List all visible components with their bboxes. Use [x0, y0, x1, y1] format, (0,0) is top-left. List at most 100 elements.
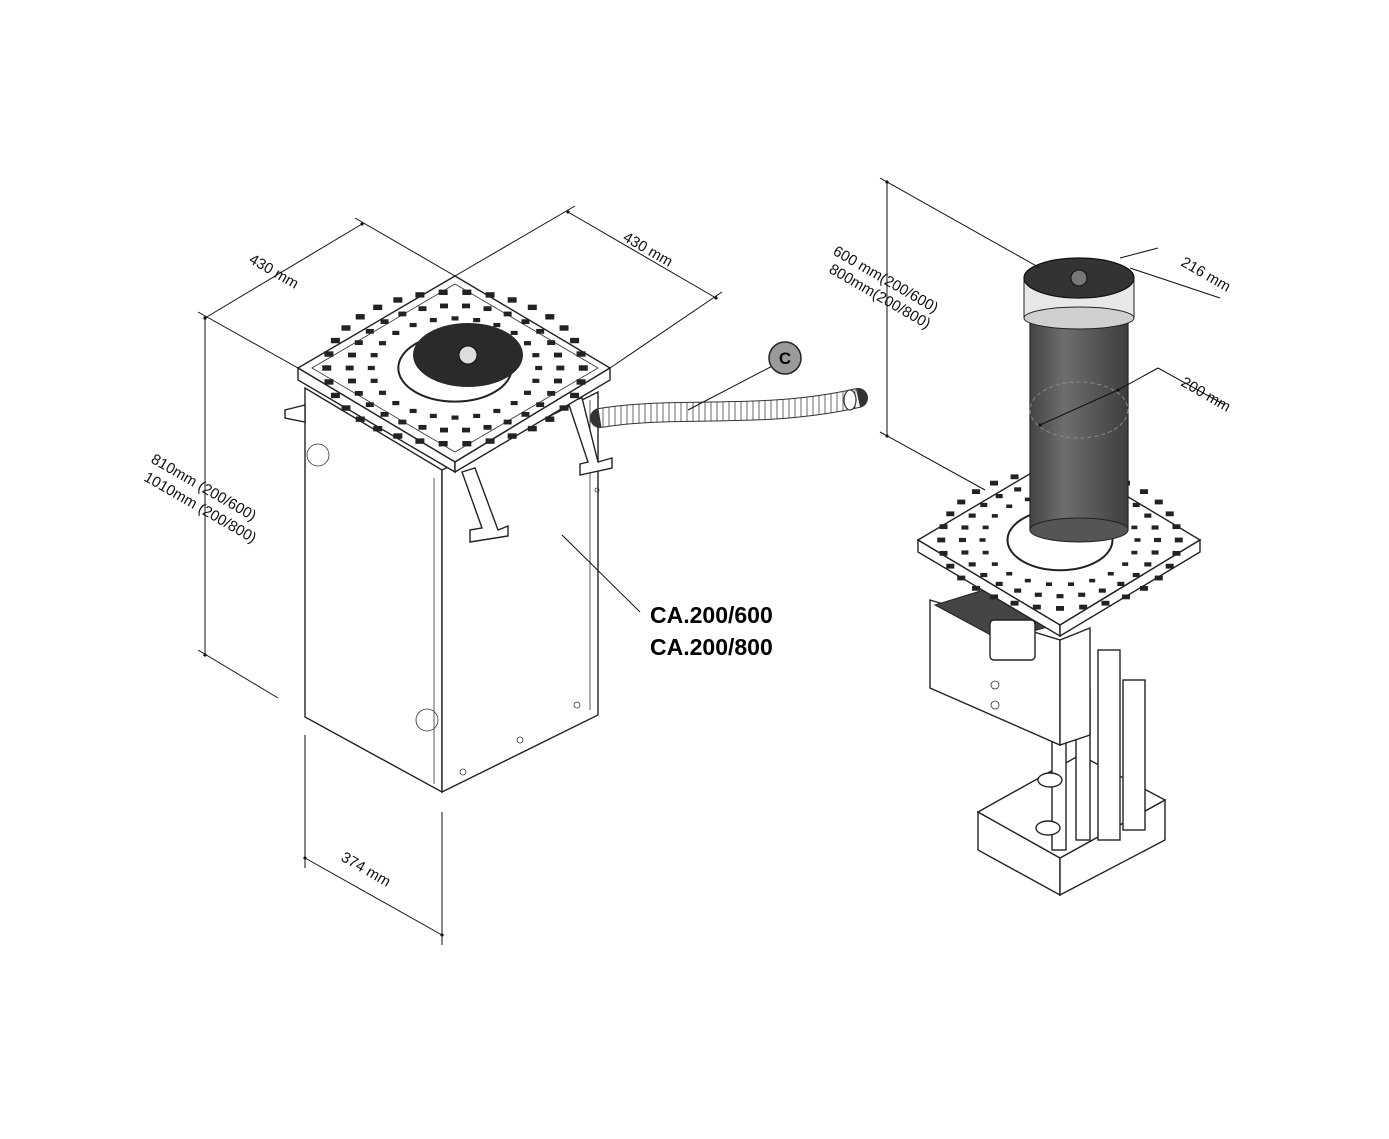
grate-cell: [324, 379, 334, 385]
grate-cell: [438, 440, 448, 447]
grate-cell: [980, 572, 988, 578]
callout-c: C: [687, 341, 802, 411]
grate-cell: [937, 537, 946, 543]
grate-cell: [1132, 572, 1140, 578]
grate-cell: [1151, 525, 1159, 530]
grate-cell: [1078, 592, 1086, 597]
grate-cell: [373, 425, 383, 432]
grate-cell: [1006, 571, 1013, 576]
grate-cell: [503, 311, 512, 317]
grate-cell: [439, 303, 448, 309]
grate-cell: [576, 379, 586, 385]
grate-cell: [398, 311, 407, 317]
dim-top-diameter-label: 216 mm: [1178, 254, 1233, 296]
callout-c-label: C: [779, 349, 791, 368]
grate-cell: [570, 337, 580, 344]
grate-cell: [398, 419, 407, 425]
grate-cell: [462, 427, 471, 433]
model-label-600: CA.200/600: [650, 602, 773, 628]
grate-cell: [330, 392, 340, 399]
grate-cell: [418, 424, 427, 430]
grate-cell: [1010, 474, 1019, 480]
grate-cell: [354, 340, 363, 346]
grate-cell: [1117, 581, 1125, 587]
grate-cell: [1151, 550, 1159, 555]
grate-cell: [535, 365, 543, 371]
grate-cell: [409, 322, 417, 328]
grate-cell: [1132, 502, 1140, 508]
dim-height-right: 600 mm(200/600) 800mm(200/800): [826, 177, 1041, 491]
grate-cell: [483, 306, 492, 312]
dim-height-left: 810mm (200/600) 1010mm (200/800): [141, 316, 279, 699]
dim-top-diameter: 216 mm: [1119, 247, 1233, 299]
grate-cell: [439, 427, 448, 433]
grate-cell: [485, 438, 495, 444]
grate-cell: [939, 550, 948, 556]
grate-cell: [545, 416, 555, 422]
grate-cell: [1024, 578, 1031, 583]
grate-cell: [379, 390, 387, 395]
grate-cell: [330, 337, 340, 344]
grate-cell: [379, 341, 387, 346]
grate-cell: [968, 513, 976, 518]
grate-cell: [536, 328, 545, 334]
grate-cell: [1122, 562, 1129, 566]
grate-cell: [1165, 563, 1174, 569]
dim-width-left-label: 430 mm: [246, 251, 301, 293]
grate-cell: [392, 330, 400, 336]
grate-cell: [1056, 594, 1064, 599]
grate-cell: [507, 297, 517, 303]
grate-cell: [553, 352, 562, 358]
grate-cell: [1006, 504, 1013, 509]
grate-cell: [1172, 524, 1181, 530]
grate-cell: [341, 325, 351, 331]
grate-cell: [451, 415, 459, 420]
grate-cell: [348, 378, 357, 384]
grate-cell: [451, 316, 459, 321]
grate-cell: [348, 352, 357, 358]
grate-cell: [957, 575, 966, 581]
grate-cell: [968, 562, 976, 567]
grate-cell: [1014, 588, 1022, 593]
grate-cell: [393, 297, 403, 303]
grate-cell: [1079, 604, 1088, 610]
grate-cell: [370, 353, 378, 358]
grate-cell: [367, 365, 375, 371]
grate-cell: [532, 353, 540, 358]
dim-base-width-label: 374 mm: [338, 849, 393, 891]
grate-cell: [1107, 571, 1114, 576]
grate-cell: [521, 319, 530, 325]
grate-cell: [523, 390, 531, 395]
grate-cell: [972, 489, 981, 495]
grate-cell: [418, 306, 427, 312]
grate-rosette-hub: [458, 345, 478, 365]
left-grate: [322, 289, 588, 447]
grate-cell: [1154, 575, 1163, 581]
grate-cell: [415, 438, 425, 444]
grate-cell: [523, 341, 531, 346]
grate-cell: [527, 304, 537, 311]
grate-cell: [1144, 513, 1152, 518]
grate-cell: [373, 304, 383, 311]
grate-cell: [1032, 604, 1041, 610]
grate-cell: [982, 550, 989, 555]
grate-cell: [1144, 562, 1152, 567]
grate-cell: [990, 594, 999, 600]
grate-cell: [547, 390, 556, 396]
grate-cell: [979, 538, 986, 542]
grate-cell: [415, 292, 425, 298]
grate-cell: [473, 413, 481, 419]
grate-cell: [939, 524, 948, 530]
grate-cell: [355, 314, 365, 320]
grate-cell: [324, 351, 334, 357]
grate-cell: [1045, 582, 1052, 586]
grate-cell: [355, 416, 365, 422]
grate-cell: [1010, 600, 1019, 606]
grate-cell: [578, 365, 588, 371]
grate-cell: [1131, 525, 1138, 530]
grate-cell: [493, 408, 501, 414]
grate-cell: [1139, 489, 1148, 495]
grate-cell: [527, 425, 537, 432]
grate-cell: [1089, 578, 1096, 583]
